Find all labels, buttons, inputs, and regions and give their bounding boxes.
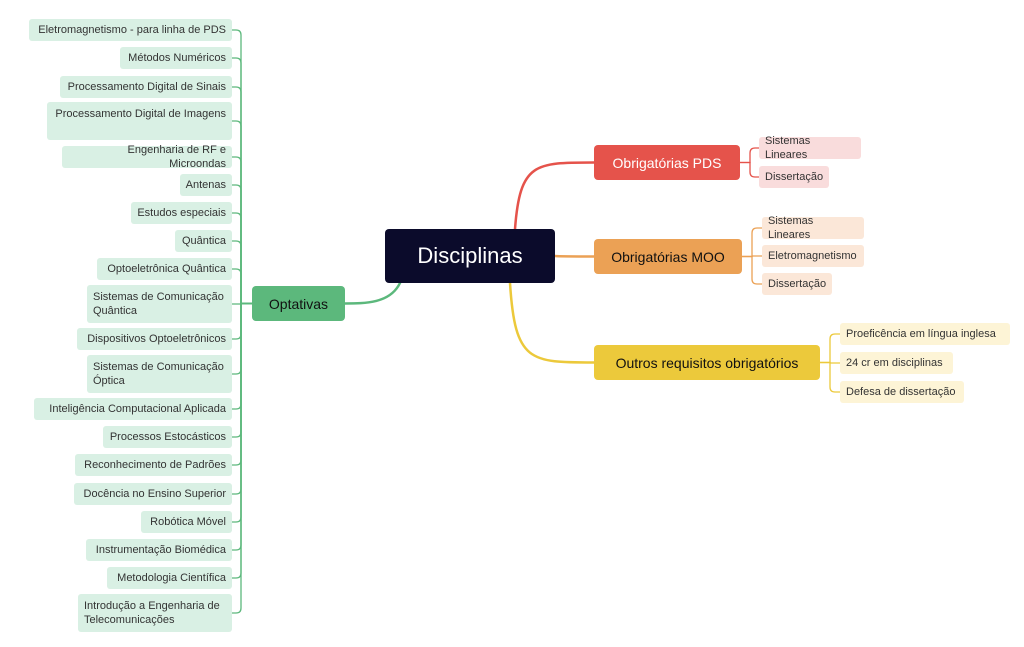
connector-optativas-leaf: [231, 302, 253, 579]
connector-moo: [553, 254, 596, 258]
leaf-label: Eletromagnetismo: [768, 250, 857, 262]
branch-obrigatorias-moo-label: Obrigatórias MOO: [611, 248, 725, 265]
branch-optativas-label: Optativas: [268, 295, 329, 312]
leaf-label: Dissertação: [768, 278, 827, 290]
connector-moo-leaf: [741, 255, 763, 285]
connector-optativas-leaf: [231, 302, 253, 438]
leaf-label: Robótica Móvel: [150, 516, 226, 528]
connector-optativas: [343, 281, 402, 305]
leaf-label: Sistemas Lineares: [765, 135, 811, 161]
leaf-label: Instrumentação Biomédica: [95, 544, 226, 556]
connector-optativas-leaf: [231, 302, 253, 614]
leaf-optativa[interactable]: Robótica Móvel: [141, 511, 232, 533]
connector-optativas-leaf: [231, 120, 253, 305]
connector-optativas-leaf: [231, 302, 253, 466]
leaf-label: Processamento Digital de Sinais: [67, 81, 226, 93]
connector-optativas-leaf: [231, 302, 253, 523]
leaf-optativa[interactable]: Métodos Numéricos: [120, 47, 232, 69]
leaf-outros-proeficiencia[interactable]: Proeficência em língua inglesa: [840, 323, 1010, 345]
branch-obrigatorias-pds[interactable]: Obrigatórias PDS: [594, 145, 740, 180]
connector-optativas-leaf: [231, 302, 253, 551]
leaf-label: Metodologia Científica: [117, 572, 226, 584]
connector-moo-leaf: [741, 227, 763, 258]
leaf-optativa[interactable]: Optoeletrônica Quântica: [97, 258, 232, 280]
leaf-moo-dissertacao[interactable]: Dissertação: [762, 273, 832, 295]
leaf-optativa[interactable]: Dispositivos Optoeletrônicos: [77, 328, 232, 350]
branch-obrigatorias-pds-label: Obrigatórias PDS: [612, 154, 722, 171]
leaf-optativa[interactable]: Engenharia de RF e Microondas: [62, 144, 232, 170]
leaf-optativa[interactable]: Estudos especiais: [131, 202, 232, 224]
connector-optativas-leaf: [231, 302, 253, 340]
leaf-optativa[interactable]: Introdução a Engenharia de Telecomunicaç…: [78, 594, 232, 632]
leaf-optativa[interactable]: Inteligência Computacional Aplicada: [34, 398, 232, 420]
leaf-optativa[interactable]: Metodologia Científica: [107, 567, 232, 589]
connector-outros-leaf: [819, 361, 841, 393]
leaf-label: Introdução a Engenharia de Telecomunicaç…: [84, 600, 220, 626]
leaf-label: Estudos especiais: [137, 207, 226, 219]
leaf-optativa[interactable]: Instrumentação Biomédica: [86, 539, 232, 561]
leaf-outros-24-cr[interactable]: 24 cr em disciplinas: [840, 352, 953, 374]
leaf-label: Processamento Digital de Imagens: [55, 108, 226, 120]
leaf-pds-sistemas-lineares[interactable]: Sistemas Lineares: [759, 135, 861, 161]
leaf-label: Reconhecimento de Padrões: [84, 459, 226, 471]
leaf-optativa[interactable]: Processos Estocásticos: [103, 426, 232, 448]
connector-optativas-leaf: [231, 57, 253, 305]
branch-optativas[interactable]: Optativas: [252, 286, 345, 321]
leaf-label: Inteligência Computacional Aplicada: [49, 403, 226, 415]
connector-optativas-leaf: [231, 86, 253, 305]
leaf-label: 24 cr em disciplinas: [846, 357, 943, 369]
leaf-pds-dissertacao[interactable]: Dissertação: [759, 166, 829, 188]
leaf-optativa[interactable]: Processamento Digital de Sinais: [60, 76, 232, 98]
central-topic[interactable]: Disciplinas: [385, 229, 555, 283]
leaf-optativa[interactable]: Sistemas de Comunicação Quântica: [87, 285, 232, 323]
leaf-optativa[interactable]: Eletromagnetismo - para linha de PDS: [29, 19, 232, 41]
branch-outros-requisitos[interactable]: Outros requisitos obrigatórios: [594, 345, 820, 380]
connector-outros: [508, 281, 596, 364]
leaf-outros-defesa[interactable]: Defesa de dissertação: [840, 381, 964, 403]
connector-optativas-leaf: [231, 268, 253, 305]
connector-optativas-leaf: [231, 240, 253, 305]
leaf-label: Quântica: [181, 235, 226, 247]
connector-optativas-leaf: [231, 184, 253, 305]
leaf-label: Dispositivos Optoeletrônicos: [87, 333, 226, 345]
leaf-label: Sistemas de Comunicação Óptica: [93, 361, 224, 387]
branch-obrigatorias-moo[interactable]: Obrigatórias MOO: [594, 239, 742, 274]
connector-pds: [513, 161, 596, 231]
connector-optativas-leaf: [231, 29, 253, 305]
connector-outros-leaf: [819, 333, 841, 364]
leaf-optativa[interactable]: Processamento Digital de Imagens: [47, 102, 232, 140]
leaf-label: Sistemas de Comunicação Quântica: [93, 291, 224, 317]
leaf-label: Processos Estocásticos: [109, 431, 226, 443]
leaf-label: Docência no Ensino Superior: [83, 488, 226, 500]
leaf-label: Sistemas Lineares: [768, 215, 814, 241]
leaf-moo-eletromagnetismo[interactable]: Eletromagnetismo: [762, 245, 864, 267]
central-topic-label: Disciplinas: [417, 243, 523, 268]
connector-optativas-leaf: [231, 156, 253, 305]
leaf-label: Defesa de dissertação: [846, 386, 956, 398]
leaf-label: Antenas: [185, 179, 226, 191]
connector-pds-leaf: [739, 161, 760, 178]
connector-optativas-leaf: [231, 212, 253, 305]
branch-outros-requisitos-label: Outros requisitos obrigatórios: [615, 354, 799, 371]
leaf-label: Proeficência em língua inglesa: [846, 328, 996, 340]
leaf-label: Dissertação: [765, 171, 824, 183]
connector-pds-leaf: [739, 147, 760, 164]
leaf-optativa[interactable]: Docência no Ensino Superior: [74, 483, 232, 505]
leaf-optativa[interactable]: Quântica: [175, 230, 232, 252]
leaf-moo-sistemas-lineares[interactable]: Sistemas Lineares: [762, 215, 864, 241]
leaf-optativa[interactable]: Reconhecimento de Padrões: [75, 454, 232, 476]
leaf-label: Métodos Numéricos: [128, 52, 226, 64]
leaf-label: Engenharia de RF e Microondas: [127, 144, 226, 170]
leaf-optativa[interactable]: Antenas: [180, 174, 232, 196]
connector-optativas-leaf: [231, 302, 253, 410]
leaf-optativa[interactable]: Sistemas de Comunicação Óptica: [87, 355, 232, 393]
leaf-label: Eletromagnetismo - para linha de PDS: [38, 24, 226, 36]
leaf-label: Optoeletrônica Quântica: [107, 263, 226, 275]
